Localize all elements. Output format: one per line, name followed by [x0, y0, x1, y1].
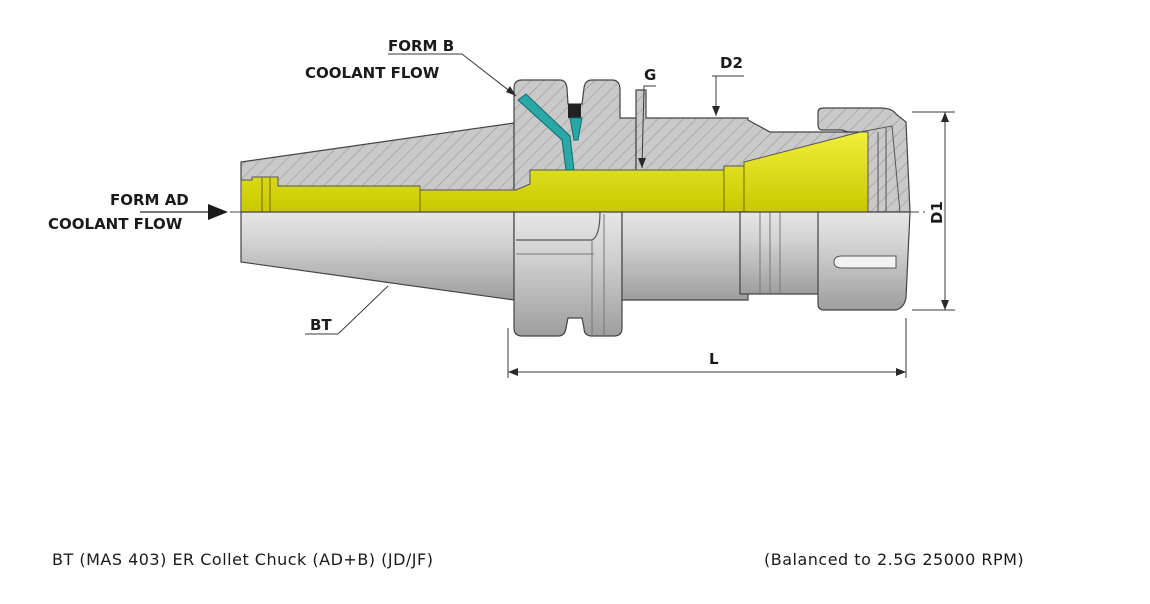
form-ad-arrow-icon [208, 204, 228, 220]
collet-chuck-diagram: FORM B COOLANT FLOW G D2 FORM AD COOLANT… [48, 37, 955, 378]
label-l: L [709, 350, 719, 368]
taper-exterior [240, 211, 515, 301]
label-form-ad-1: FORM AD [110, 191, 189, 209]
upper-section [240, 79, 911, 213]
label-form-b-2: COOLANT FLOW [305, 64, 440, 82]
dimension-lines [305, 53, 955, 378]
caption-balance: (Balanced to 2.5G 25000 RPM) [764, 550, 1025, 569]
label-d2: D2 [720, 54, 743, 72]
flange-exterior [513, 211, 623, 337]
label-form-ad-2: COOLANT FLOW [48, 215, 183, 233]
nut-slot [833, 255, 897, 269]
label-g: G [644, 66, 656, 84]
label-bt: BT [310, 316, 332, 334]
arrowheads [506, 86, 949, 376]
body-exterior [621, 211, 749, 301]
label-d1: D1 [928, 201, 946, 224]
form-b-channel [517, 93, 575, 171]
caption-title: BT (MAS 403) ER Collet Chuck (AD+B) (JD/… [52, 550, 434, 569]
form-b-plug [568, 104, 581, 118]
lower-exterior [240, 211, 911, 337]
label-form-b-1: FORM B [388, 37, 454, 55]
